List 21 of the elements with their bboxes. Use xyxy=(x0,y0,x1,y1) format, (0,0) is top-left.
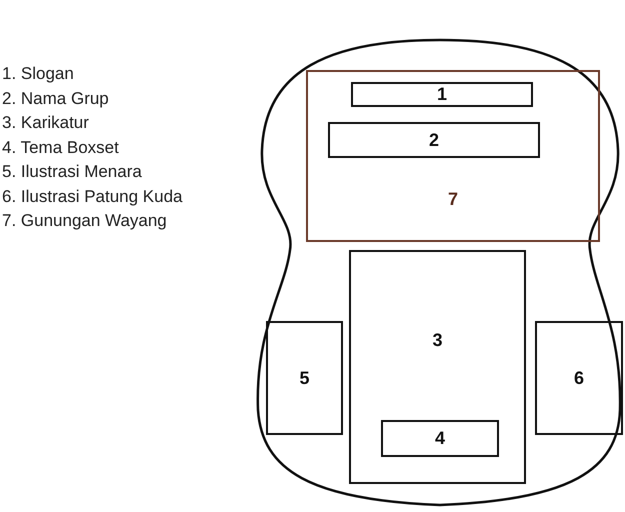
callout-number: 6 xyxy=(574,368,584,388)
callout-number: 4 xyxy=(434,428,445,449)
callout-number: 2 xyxy=(428,130,439,150)
layout-box xyxy=(535,321,623,435)
callout-number: 5 xyxy=(299,368,310,388)
legend-item: 1. Slogan xyxy=(2,64,74,84)
layout-box xyxy=(351,82,533,107)
layout-box xyxy=(328,122,540,158)
legend-item: 5. Ilustrasi Menara xyxy=(2,162,142,182)
callout-number: 1 xyxy=(436,84,447,105)
legend-item: 4. Tema Boxset xyxy=(2,138,119,158)
legend-item: 7. Gunungan Wayang xyxy=(2,211,167,231)
area-frame xyxy=(306,70,600,242)
legend-item: 6. Ilustrasi Patung Kuda xyxy=(2,186,183,206)
layout-box xyxy=(349,250,526,484)
legend-item: 2. Nama Grup xyxy=(2,88,109,108)
legend-item: 3. Karikatur xyxy=(2,113,89,133)
callout-number: 3 xyxy=(432,330,442,351)
callout-number: 7 xyxy=(448,189,458,210)
layout-box xyxy=(381,420,499,457)
layout-box xyxy=(266,321,343,435)
